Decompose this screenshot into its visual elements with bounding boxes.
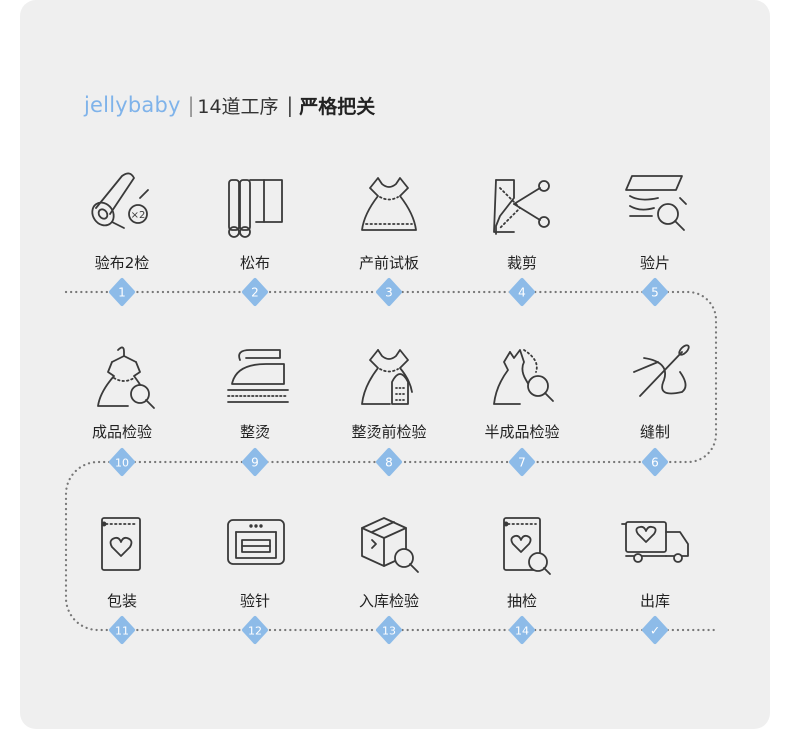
step-number: 11 [115, 625, 129, 638]
step-number: 14 [515, 625, 529, 638]
step-number: 5 [651, 286, 659, 300]
step-number: 7 [518, 456, 526, 470]
half-dress-inspect-icon [493, 349, 554, 405]
step-marker-13: 13 [376, 616, 402, 644]
step-number: 13 [382, 625, 396, 638]
step-marker-8: 8 [376, 448, 402, 476]
step-number: 2 [251, 286, 259, 300]
delivery-truck-icon [621, 521, 689, 563]
svg-text:×2: ×2 [131, 210, 146, 221]
step-marker-diamond [509, 278, 535, 306]
step-marker-diamond [109, 616, 135, 644]
process-card [20, 0, 770, 729]
step-marker-14: 14 [509, 616, 535, 644]
step-number: 10 [115, 457, 129, 470]
step-marker-2: 2 [242, 278, 268, 306]
scissors-cut-icon [493, 179, 550, 235]
hanger-dress-inspect-icon [97, 346, 155, 409]
step-marker-diamond [242, 448, 268, 476]
step-marker-diamond [509, 616, 535, 644]
step-marker-3: 3 [376, 278, 402, 306]
sewing-needle-icon [633, 344, 690, 397]
step-number: 9 [251, 456, 259, 470]
step-marker-diamond [109, 448, 135, 476]
step-label-10: 成品检验 [91, 423, 152, 441]
flow-path [64, 290, 718, 632]
step-marker-10: 10 [109, 448, 135, 476]
step-number: 3 [385, 286, 393, 300]
step-number: 6 [651, 456, 659, 470]
step-marker-11: 11 [109, 616, 135, 644]
step-number: 8 [385, 456, 393, 470]
step-label-9: 整烫 [239, 423, 270, 441]
fabric-pieces-inspect-icon [625, 175, 687, 231]
step-label-5: 验片 [639, 254, 670, 272]
tagline: 严格把关 [299, 95, 376, 118]
step-label-14: 抽检 [506, 592, 537, 610]
needle-detector-icon [227, 519, 285, 565]
process-count-title: 14道工序 [197, 95, 279, 118]
step-label-2: 松布 [239, 254, 270, 272]
package-bag-icon [101, 517, 141, 571]
step-label-12: 验针 [239, 592, 270, 610]
dress-icon [361, 177, 417, 231]
step-label-4: 裁剪 [506, 254, 537, 272]
step-number: 4 [518, 286, 526, 300]
step-label-7: 半成品检验 [484, 423, 560, 441]
step-number: 1 [118, 286, 126, 300]
header-divider: | [187, 93, 195, 117]
box-inspect-icon [361, 517, 419, 573]
step-number: ✓ [650, 624, 660, 638]
step-label-3: 产前试板 [358, 254, 419, 272]
step-label-1: 验布2检 [94, 254, 150, 272]
step-label-6: 缝制 [639, 423, 670, 441]
fabric-roll-inspect-icon: ×2 [91, 172, 149, 229]
step-label-15: 出库 [639, 592, 670, 610]
step-marker-5: 5 [642, 278, 668, 306]
step-marker-diamond [242, 278, 268, 306]
step-label-13: 入库检验 [358, 592, 419, 610]
step-marker-9: 9 [242, 448, 268, 476]
step-marker-diamond [376, 278, 402, 306]
step-marker-15: ✓ [642, 616, 668, 644]
header-divider-2: | [286, 93, 294, 117]
bag-inspect-icon [503, 517, 551, 575]
step-marker-diamond [109, 278, 135, 306]
fabric-bolts-icon [228, 179, 283, 238]
step-marker-diamond [642, 278, 668, 306]
step-marker-diamond [642, 448, 668, 476]
step-marker-6: 6 [642, 448, 668, 476]
step-marker-4: 4 [509, 278, 535, 306]
step-marker-1: 1 [109, 278, 135, 306]
step-marker-diamond [509, 448, 535, 476]
step-marker-12: 12 [242, 616, 268, 644]
iron-icon [227, 349, 289, 403]
step-label-8: 整烫前检验 [351, 423, 427, 441]
page-header: jellybaby | 14道工序 | 严格把关 [84, 88, 375, 122]
step-number: 12 [248, 625, 262, 638]
step-marker-7: 7 [509, 448, 535, 476]
step-marker-diamond [376, 616, 402, 644]
step-marker-diamond [242, 616, 268, 644]
step-marker-diamond [376, 448, 402, 476]
dress-iron-icon [361, 349, 413, 405]
step-marker-diamond [642, 616, 668, 644]
brand-logo: jellybaby [84, 93, 181, 117]
step-label-11: 包装 [106, 592, 137, 610]
